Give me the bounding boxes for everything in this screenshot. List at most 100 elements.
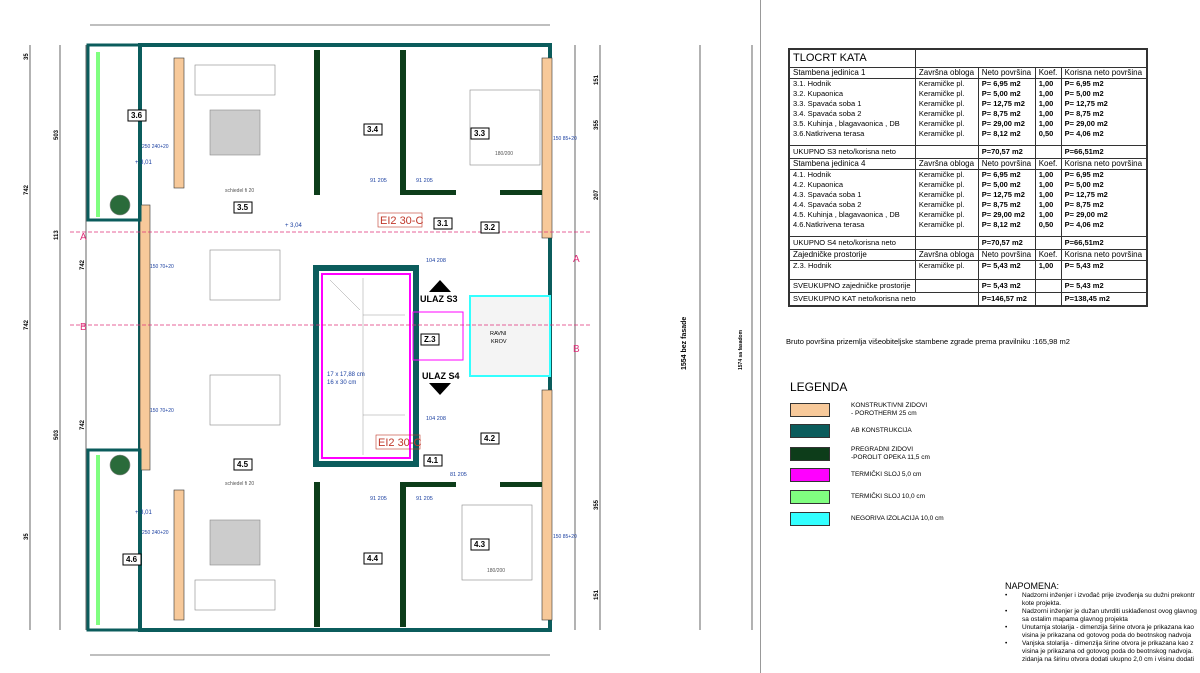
svg-text:+ 3,04: + 3,04 [285, 223, 303, 229]
table-cell [1034, 145, 1062, 159]
door-label: 91 205 [370, 496, 387, 502]
legend-label: NEGORIVA IZOLACIJA 10,0 cm [851, 515, 944, 522]
table-cell: Z.3. Hodnik [793, 261, 832, 270]
table-cell: 4.3. Spavaća soba 1 [793, 190, 862, 199]
sheet-divider [760, 0, 761, 673]
svg-text:B: B [80, 322, 87, 333]
dimension-label: 742 [80, 259, 86, 270]
table-cell: P= 6,95 m2 [1064, 79, 1104, 88]
svg-text:B: B [573, 344, 580, 355]
total-net: P= 5,43 m2 [977, 279, 1036, 293]
table-cell: P= 29,00 m2 [1064, 119, 1108, 128]
table-cell: P= 5,00 m2 [1064, 89, 1104, 98]
table-cell: 0,50 [1038, 220, 1054, 229]
svg-text:+ 3,01: + 3,01 [135, 510, 153, 516]
stair-core [313, 265, 551, 467]
legend-label: AB KONSTRUKCIJA [851, 427, 912, 434]
furniture [109, 64, 541, 611]
door-label: 91 205 [416, 496, 433, 502]
legend-swatch [790, 447, 830, 461]
svg-text:1574 sa fasadom: 1574 sa fasadom [738, 329, 744, 370]
table-cell: Keramičke pl. [918, 99, 965, 108]
table-cell [914, 236, 979, 250]
table-cell: 1,00 [1038, 261, 1054, 270]
column-header: Završna obloga [914, 249, 979, 261]
table-column: Keramičke pl.Keramičke pl.Keramičke pl.K… [914, 169, 979, 237]
note-item: Nadzorni inženjer je dužan utvrditi uskl… [1005, 608, 1200, 624]
total-label: UKUPNO S4 neto/korisna neto [788, 236, 916, 250]
svg-text:16 x 30 cm: 16 x 30 cm [327, 380, 356, 386]
room-label: Z.3 [424, 335, 436, 344]
table-cell: Keramičke pl. [918, 119, 965, 128]
table-cell: P= 5,00 m2 [981, 180, 1021, 189]
table-cell: P= 6,95 m2 [1064, 170, 1104, 179]
column-header: Koef. [1034, 67, 1062, 79]
table-cell: 1,00 [1038, 210, 1054, 219]
door-label: 91 205 [370, 178, 387, 184]
dimension-label: 503 [54, 429, 60, 440]
table-cell: Keramičke pl. [918, 129, 965, 138]
dimension-label: 151 [594, 589, 600, 600]
room-label: 4.5 [237, 460, 249, 469]
legend-label: TERMIČKI SLOJ 10,0 cm [851, 493, 926, 500]
table-cell: 1,00 [1038, 79, 1054, 88]
table-cell [1034, 279, 1062, 293]
flat-roof-label: RAVNI KROV [490, 331, 507, 345]
table-column: Z.3. Hodnik [788, 260, 916, 280]
table-cell: P= 8,75 m2 [981, 109, 1021, 118]
table-cell: P= 8,75 m2 [1064, 200, 1104, 209]
room-label: 3.3 [474, 129, 486, 138]
svg-text:schiedel fi 20: schiedel fi 20 [225, 481, 254, 487]
column-header: Koef. [1034, 158, 1062, 170]
room-label: 3.1 [437, 219, 449, 228]
floor-total-net: P=146,57 m2 [977, 292, 1036, 307]
table-cell: Keramičke pl. [918, 261, 965, 270]
svg-text:1554 bez fasade: 1554 bez fasade [681, 317, 688, 370]
table-cell: 3.5. Kuhinja , blagavaonica , DB [793, 119, 900, 128]
table-title-row: TLOCRT KATA [788, 48, 1148, 68]
table-cell: 3.4. Spavaća soba 2 [793, 109, 862, 118]
svg-text:RAVNI: RAVNI [490, 331, 507, 337]
legend-item: TERMIČKI SLOJ 5,0 cm [790, 468, 991, 482]
column-header: Završna obloga [914, 158, 979, 170]
room-tag [122, 553, 142, 566]
total-label: UKUPNO S3 neto/korisna neto [788, 145, 916, 159]
room-tag [480, 432, 500, 445]
facade-totals: 1554 bez fasade 1574 sa fasadom [681, 317, 744, 370]
building-walls [86, 43, 553, 632]
table-cell: P= 5,00 m2 [1064, 180, 1104, 189]
notes-title: NAPOMENA: [1005, 581, 1060, 591]
table-cell [914, 145, 979, 159]
dimension-label: 742 [24, 319, 30, 330]
table-cell: 1,00 [1038, 200, 1054, 209]
window-label: 150 70+20 [150, 264, 174, 270]
table-cell: P= 4,06 m2 [1064, 220, 1104, 229]
table-cell: P= 4,06 m2 [1064, 129, 1104, 138]
column-header: Završna obloga [914, 67, 979, 79]
room-label: 3.4 [367, 125, 379, 134]
table-cell [1034, 292, 1062, 307]
table-cell: P= 12,75 m2 [1064, 99, 1108, 108]
room-label: 4.2 [484, 434, 496, 443]
fire-door-label: EI2 30-C [378, 437, 421, 449]
room-tag [233, 458, 253, 471]
legend-title: LEGENDA [790, 380, 848, 394]
dimension-label: 355 [594, 119, 600, 130]
section-name: Zajedničke prostorije [788, 249, 916, 261]
table-cell: P= 29,00 m2 [981, 210, 1025, 219]
table-cell: Keramičke pl. [918, 180, 965, 189]
table-cell: Keramičke pl. [918, 109, 965, 118]
legend-swatch [790, 468, 830, 482]
table-title: TLOCRT KATA [788, 48, 916, 68]
table-cell: Keramičke pl. [918, 89, 965, 98]
dimension-label: 151 [594, 74, 600, 85]
legend-label: TERMIČKI SLOJ 5,0 cm [851, 471, 922, 478]
table-column: 1,00 [1034, 260, 1062, 280]
